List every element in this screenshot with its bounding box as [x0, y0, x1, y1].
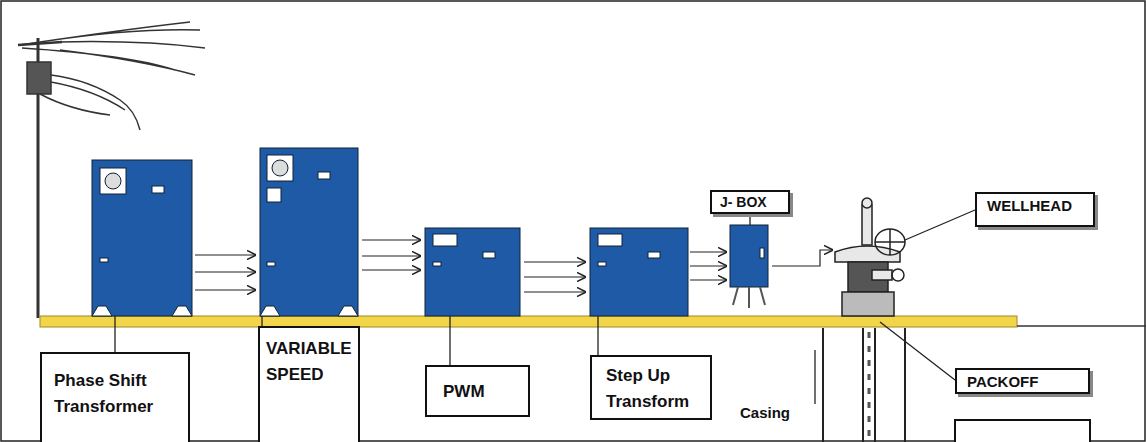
packoff-label: PACKOFF: [955, 368, 1090, 394]
variable-speed-label: VARIABLE SPEED: [258, 326, 360, 442]
label-text: WELLHEAD: [987, 196, 1087, 215]
label-text: Phase Shift Transformer: [54, 368, 182, 420]
label-text: Step Up Transform: [606, 363, 704, 415]
part-label: Casing: [738, 404, 792, 421]
wellhead-label: WELLHEAD: [975, 192, 1095, 227]
jbox-label: J- BOX: [710, 190, 790, 214]
label-text: VARIABLE SPEED: [266, 336, 352, 388]
label-text: J- BOX: [720, 193, 767, 211]
label-text: PWM: [443, 379, 522, 405]
pwm-label: PWM: [425, 365, 530, 417]
phase-shift-label: Phase Shift Transformer: [40, 352, 190, 442]
step-up-label: Step Up Transform: [590, 355, 712, 420]
label-text: PACKOFF: [967, 372, 1038, 391]
